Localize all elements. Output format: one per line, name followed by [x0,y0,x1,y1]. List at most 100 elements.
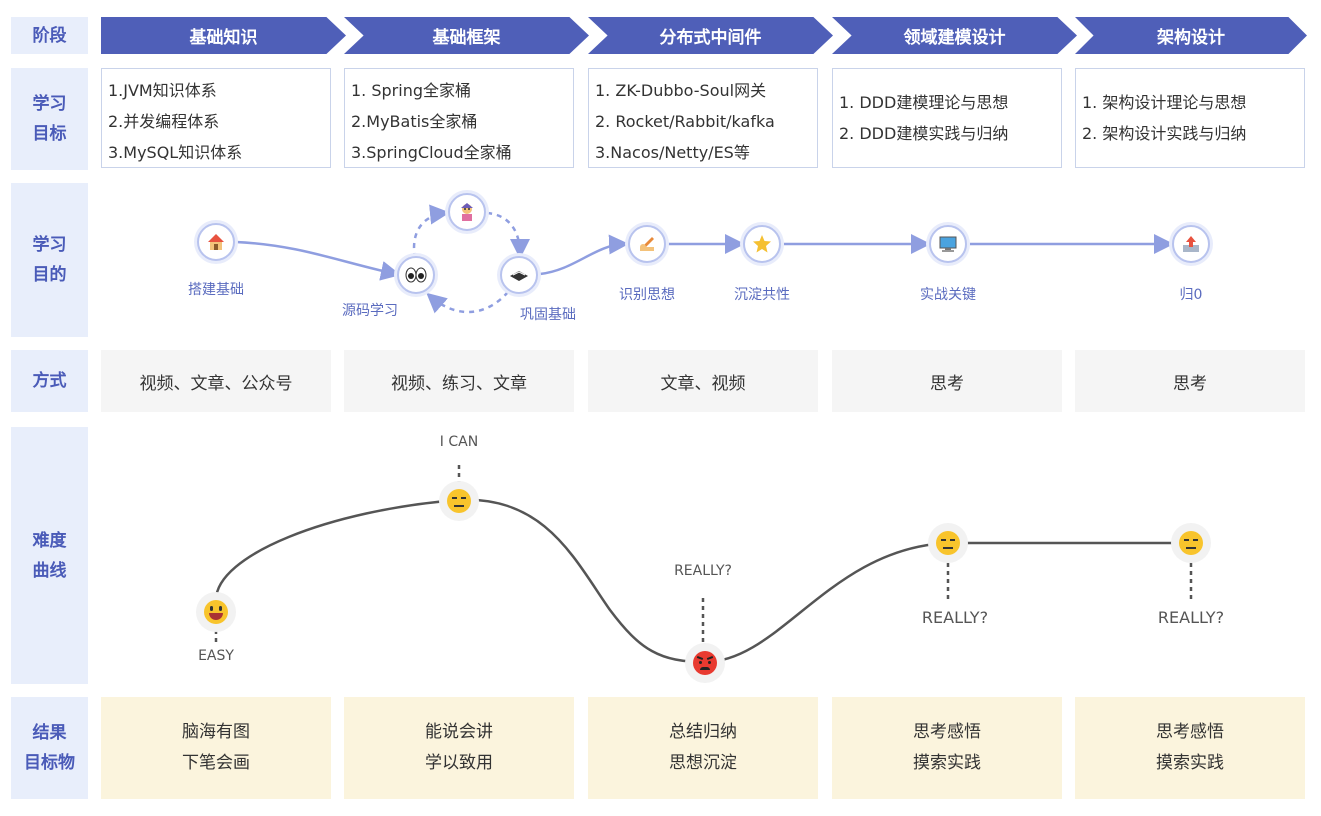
row-label-goal: 学习 目标 [11,68,88,170]
difficulty-curve-line [214,498,1190,664]
goal-box-3: 1. ZK-Dubbo-Soul网关 2. Rocket/Rabbit/kafk… [588,68,818,168]
goal-item: 2.MyBatis全家桶 [351,112,478,131]
method-cell: 视频、练习、文章 [344,350,574,412]
goal-item: 3.MySQL知识体系 [108,143,243,162]
goal-item: 2. 架构设计实践与归纳 [1082,124,1247,143]
difficulty-label: REALLY? [674,563,732,579]
stage-label: 领域建模设计 [903,28,1006,48]
goal-item: 2. Rocket/Rabbit/kafka [595,112,775,131]
computer-icon [929,225,967,263]
row-label-purpose-line1: 学习 [32,235,67,255]
goal-box-4: 1. DDD建模理论与思想 2. DDD建模实践与归纳 [832,68,1062,168]
goal-item: 1.JVM知识体系 [108,81,217,100]
result-line: 摸索实践 [913,753,981,773]
goal-item: 1. DDD建模理论与思想 [839,93,1009,112]
neutral-face-icon [1171,523,1211,563]
method-text: 视频、文章、公众号 [139,373,293,394]
result-line: 总结归纳 [669,722,737,742]
goal-item: 1. Spring全家桶 [351,81,471,100]
angry-face-icon [685,643,725,683]
goal-box-2: 1. Spring全家桶 2.MyBatis全家桶 3.SpringCloud全… [344,68,574,168]
difficulty-label: EASY [198,648,234,664]
row-label-difficulty: 难度 曲线 [11,427,88,684]
result-line: 下笔会画 [182,753,250,773]
result-cell: 能说会讲 学以致用 [344,697,574,799]
result-cell: 思考感悟 摸索实践 [1075,697,1305,799]
result-cell: 思考感悟 摸索实践 [832,697,1062,799]
purpose-label: 搭建基础 [188,282,244,298]
purpose-label: 巩固基础 [520,307,576,323]
method-text: 思考 [1173,373,1207,394]
goal-item: 3.Nacos/Netty/ES等 [595,143,750,162]
stage-arrow-2: 基础框架 [344,17,589,54]
purpose-label: 实战关键 [920,287,976,303]
stage-arrow-1: 基础知识 [101,17,346,54]
row-label-result-line1: 结果 [32,723,67,743]
method-cell: 思考 [832,350,1062,412]
result-line: 思考感悟 [913,722,981,742]
goal-item: 2. DDD建模实践与归纳 [839,124,1009,143]
result-line: 思考感悟 [1156,722,1224,742]
result-cell: 脑海有图 下笔会画 [101,697,331,799]
goal-box-1: 1.JVM知识体系 2.并发编程体系 3.MySQL知识体系 [101,68,331,168]
method-cell: 视频、文章、公众号 [101,350,331,412]
house-icon [197,223,235,261]
neutral-face-icon [928,523,968,563]
result-cell: 总结归纳 思想沉淀 [588,697,818,799]
difficulty-label: REALLY? [921,608,989,627]
purpose-label: 识别思想 [619,287,675,303]
method-cell: 思考 [1075,350,1305,412]
goal-item: 1. ZK-Dubbo-Soul网关 [595,81,767,100]
result-line: 学以致用 [425,753,493,773]
stage-arrow-4: 领域建模设计 [832,17,1077,54]
row-label-difficulty-line1: 难度 [32,530,67,551]
neutral-face-icon [439,481,479,521]
stage-label: 架构设计 [1157,28,1225,48]
grinning-face-icon [196,592,236,632]
goal-item: 1. 架构设计理论与思想 [1082,93,1247,112]
row-label-difficulty-line2: 曲线 [32,560,67,581]
goal-item: 3.SpringCloud全家桶 [351,143,512,162]
eyes-icon [397,256,435,294]
method-text: 视频、练习、文章 [391,373,527,394]
writing-hand-icon [628,225,666,263]
flow-link-genie-to-consolidate [486,211,530,259]
difficulty-label: REALLY? [1157,608,1225,627]
result-line: 摸索实践 [1156,753,1224,773]
row-label-result: 结果 目标物 [11,697,88,799]
row-label-stage: 阶段 [11,17,88,54]
flow-link-base-to-source [235,240,401,281]
row-label-goal-line1: 学习 [32,94,67,114]
star-icon [743,225,781,263]
flow-link-consolidate-to-source [426,291,509,314]
flow-link-consolidate-to-identify [539,234,629,276]
result-line: 能说会讲 [425,722,493,742]
result-line: 思想沉淀 [669,753,737,773]
row-label-stage-text: 阶段 [32,25,67,46]
row-label-result-line2: 目标物 [24,753,75,773]
method-cell: 文章、视频 [588,350,818,412]
genie-icon [448,193,486,231]
stage-arrow-5: 架构设计 [1075,17,1307,54]
purpose-label: 沉淀共性 [734,287,790,303]
inbox-upload-icon [1172,225,1210,263]
box-icon [500,256,538,294]
purpose-label: 归0 [1179,287,1203,303]
stage-label: 基础知识 [189,28,258,48]
row-label-method-text: 方式 [32,371,67,391]
row-label-method: 方式 [11,350,88,412]
goal-box-5: 1. 架构设计理论与思想 2. 架构设计实践与归纳 [1075,68,1305,168]
row-label-purpose: 学习 目的 [11,183,88,337]
result-line: 脑海有图 [182,722,250,742]
stage-label: 基础框架 [432,28,501,48]
flow-link-source-to-genie [412,204,450,259]
row-label-purpose-line2: 目的 [32,265,67,285]
row-label-goal-line2: 目标 [32,124,67,144]
method-text: 思考 [930,373,964,394]
goal-item: 2.并发编程体系 [108,112,220,131]
difficulty-label: I CAN [439,434,479,450]
stage-label: 分布式中间件 [659,28,762,48]
purpose-label: 源码学习 [342,303,398,319]
stage-arrow-3: 分布式中间件 [588,17,833,54]
method-text: 文章、视频 [660,373,746,394]
